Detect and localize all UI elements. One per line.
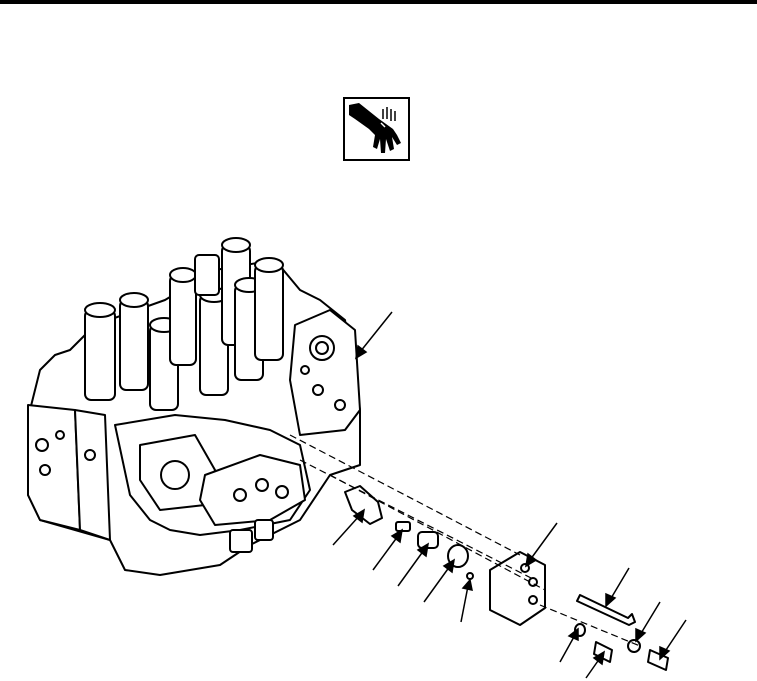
hand-hazard-icon (343, 97, 410, 161)
spool-cylinders (84, 237, 284, 411)
spring (395, 521, 411, 532)
port-block (289, 309, 361, 436)
o-ring-small (466, 572, 474, 580)
header-rule (0, 0, 757, 4)
control-valve-diagram (27, 237, 687, 679)
seal-b (627, 639, 641, 653)
relief-cartridge (344, 485, 383, 525)
bolt (576, 594, 636, 626)
cover-block (489, 551, 546, 626)
